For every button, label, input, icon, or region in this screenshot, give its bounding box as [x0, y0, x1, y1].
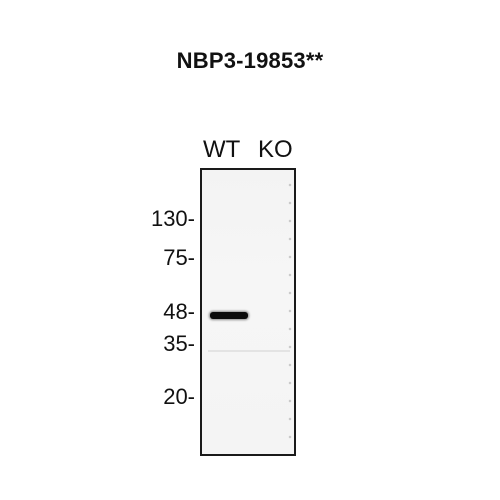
marker-label-35: 35- — [163, 331, 195, 356]
western-blot-membrane — [200, 168, 296, 456]
marker-label-130: 130- — [150, 206, 195, 231]
membrane-edge-marks — [288, 176, 292, 452]
lane-label-wt: WT — [203, 136, 241, 163]
figure-title: NBP3-19853** — [176, 48, 324, 73]
marker-label-48: 48- — [163, 299, 195, 324]
lane-label-ko: KO — [258, 136, 293, 163]
faint-background-band — [208, 350, 290, 352]
wt-protein-band — [210, 312, 248, 319]
marker-label-75: 75- — [163, 245, 195, 270]
marker-label-20: 20- — [163, 384, 195, 409]
